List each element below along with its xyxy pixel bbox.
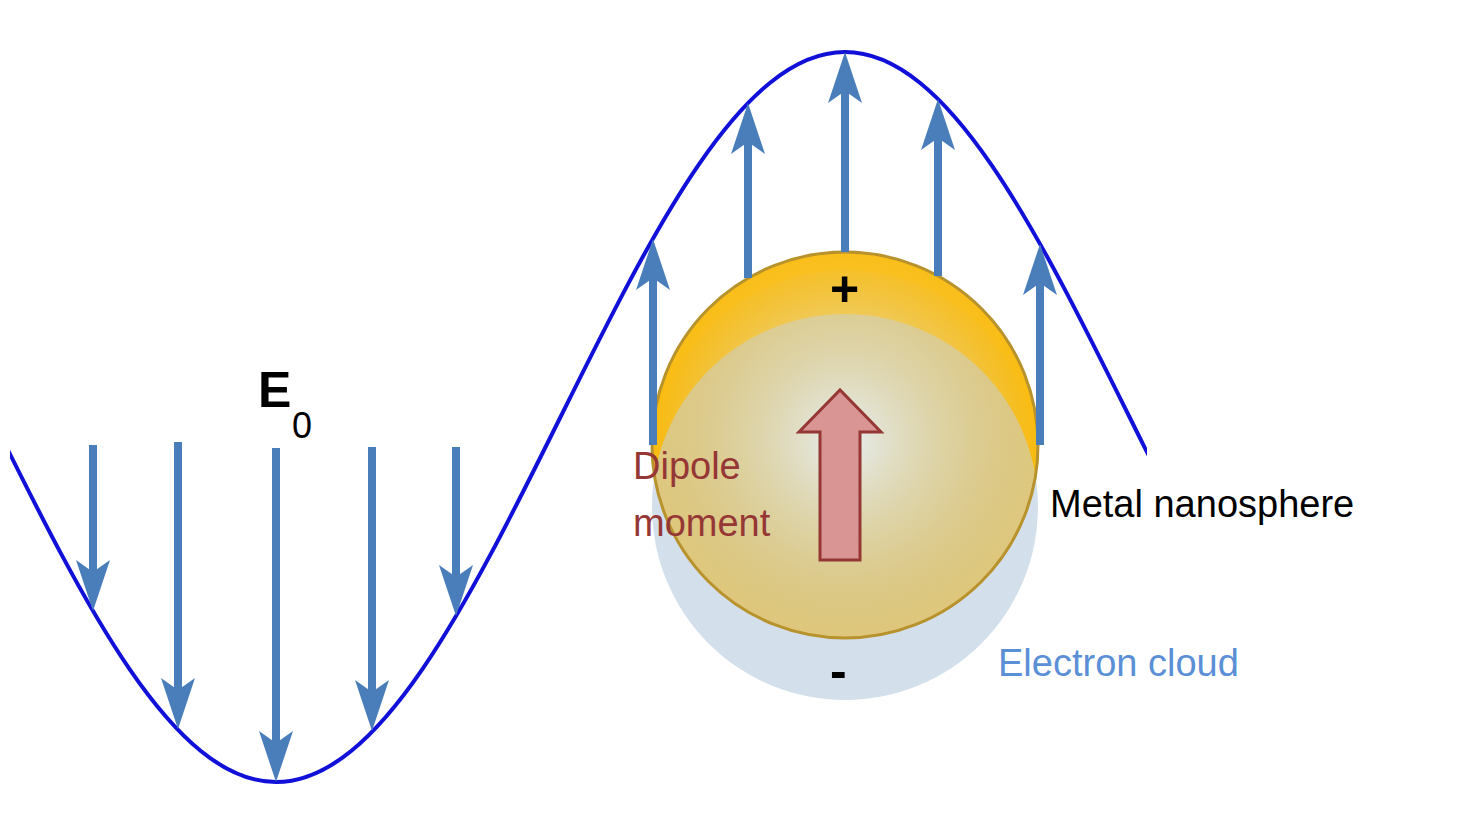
part-label: Electron cloud: [998, 642, 1239, 686]
field-wave: [10, 52, 1147, 782]
part-label: Metal nanosphere: [1050, 483, 1354, 527]
charge-sign: +: [830, 261, 859, 319]
field-symbol: E: [258, 362, 291, 420]
dipole-label: Dipole moment: [633, 438, 805, 552]
field-subscript: 0: [292, 405, 312, 446]
charge-sign: -: [830, 643, 847, 701]
field-arrows: [76, 52, 1057, 782]
dipole-arrow: [799, 390, 881, 560]
